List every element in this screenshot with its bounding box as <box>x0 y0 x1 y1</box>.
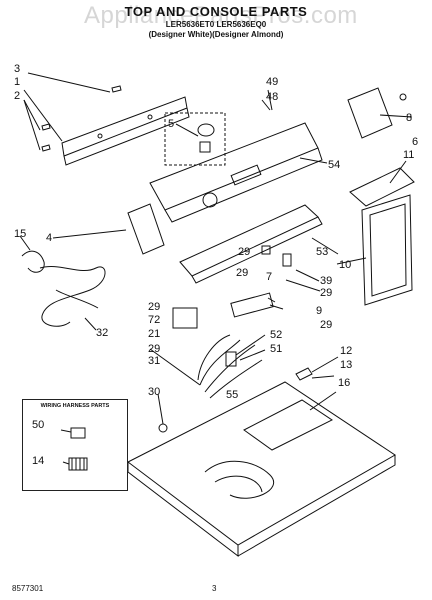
callout-7: 7 <box>266 271 272 283</box>
rear-bracket-top <box>349 167 415 207</box>
callout-6: 6 <box>412 136 418 148</box>
callout-49: 49 <box>266 76 278 88</box>
callout-4: 4 <box>46 232 52 244</box>
callout-50: 50 <box>32 419 44 431</box>
wiring-harness-parts-box: WIRING HARNESS PARTS <box>22 399 128 491</box>
callout-29: 29 <box>148 343 160 355</box>
callout-5: 5 <box>168 118 174 130</box>
callout-29: 29 <box>320 287 332 299</box>
callout-54: 54 <box>328 159 340 171</box>
diagram-part-number: 8577301 <box>12 584 44 593</box>
color-variants: (Designer White)(Designer Almond) <box>148 30 284 39</box>
callout-8: 8 <box>406 112 412 124</box>
diagram-title: TOP AND CONSOLE PARTS <box>124 4 308 19</box>
callout-2: 2 <box>14 90 20 102</box>
screw-2b <box>41 144 51 152</box>
left-end-cap <box>127 203 165 255</box>
console-base <box>179 204 319 277</box>
callout-29: 29 <box>148 301 160 313</box>
harness-parts-drawing <box>60 427 88 471</box>
callout-3: 3 <box>14 63 20 75</box>
callout-29: 29 <box>238 246 250 258</box>
callout-29: 29 <box>320 319 332 331</box>
callout-11: 11 <box>403 149 414 161</box>
callout-30: 30 <box>148 386 160 398</box>
watermark: AppliancePartsPros.com <box>84 2 358 29</box>
callout-53: 53 <box>316 246 328 258</box>
knob-box <box>164 112 226 166</box>
callout-72: 72 <box>148 314 160 326</box>
callout-31: 31 <box>148 355 160 367</box>
harness-15 <box>21 250 45 273</box>
rear-bracket <box>361 194 413 306</box>
callout-10: 10 <box>339 259 351 271</box>
page-number: 3 <box>212 584 217 593</box>
callout-15: 15 <box>14 228 26 240</box>
harness-32 <box>39 266 106 327</box>
callout-21: 21 <box>148 328 160 340</box>
callout-13: 13 <box>340 359 352 371</box>
callout-12: 12 <box>340 345 352 357</box>
callout-9: 9 <box>316 305 322 317</box>
screw-2a <box>41 123 51 131</box>
harness-box-title: WIRING HARNESS PARTS <box>40 403 110 409</box>
right-end-cap <box>347 87 393 139</box>
callout-29: 29 <box>236 267 248 279</box>
switch-9 <box>230 292 274 318</box>
part-50-connector <box>70 427 86 439</box>
top-panel <box>127 381 396 546</box>
model-numbers: LER5636ET0 LER5636EQ0 <box>165 20 267 29</box>
callout-32: 32 <box>96 327 108 339</box>
callout-55: 55 <box>226 389 238 401</box>
relay-72 <box>172 307 198 329</box>
screw-3 <box>111 85 122 93</box>
console-panel <box>149 122 319 211</box>
callout-14: 14 <box>32 455 44 467</box>
callout-48: 48 <box>266 91 278 103</box>
callout-51: 51 <box>270 343 282 355</box>
callout-16: 16 <box>338 377 350 389</box>
callout-52: 52 <box>270 329 282 341</box>
callout-1: 1 <box>14 76 20 88</box>
callout-39: 39 <box>320 275 332 287</box>
